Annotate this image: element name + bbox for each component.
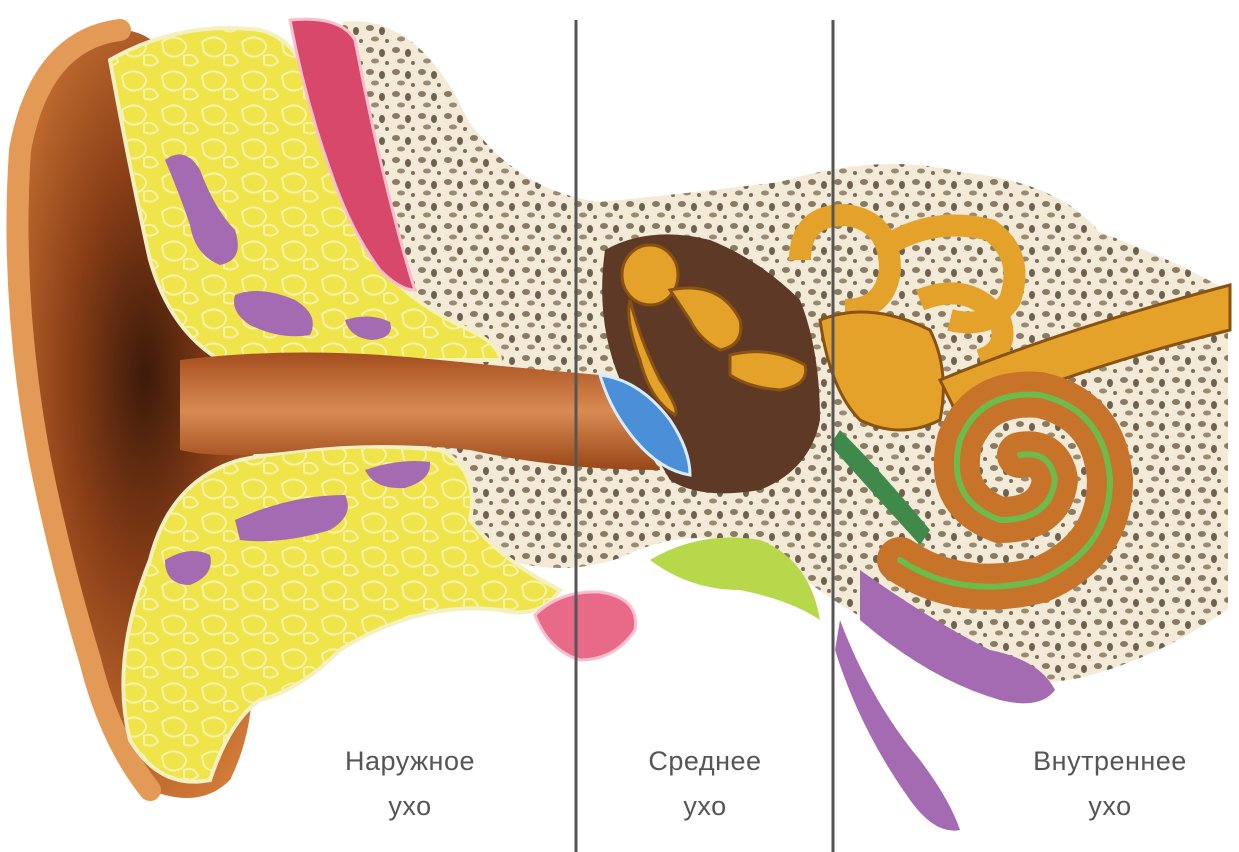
svg-text:ухо: ухо <box>388 791 431 821</box>
svg-text:Наружное: Наружное <box>345 746 475 776</box>
svg-text:ухо: ухо <box>683 791 726 821</box>
svg-text:Внутреннее: Внутреннее <box>1033 746 1187 776</box>
gland <box>535 592 636 660</box>
malleus-head <box>622 245 678 305</box>
svg-text:Среднее: Среднее <box>648 746 761 776</box>
svg-text:ухо: ухо <box>1088 791 1131 821</box>
